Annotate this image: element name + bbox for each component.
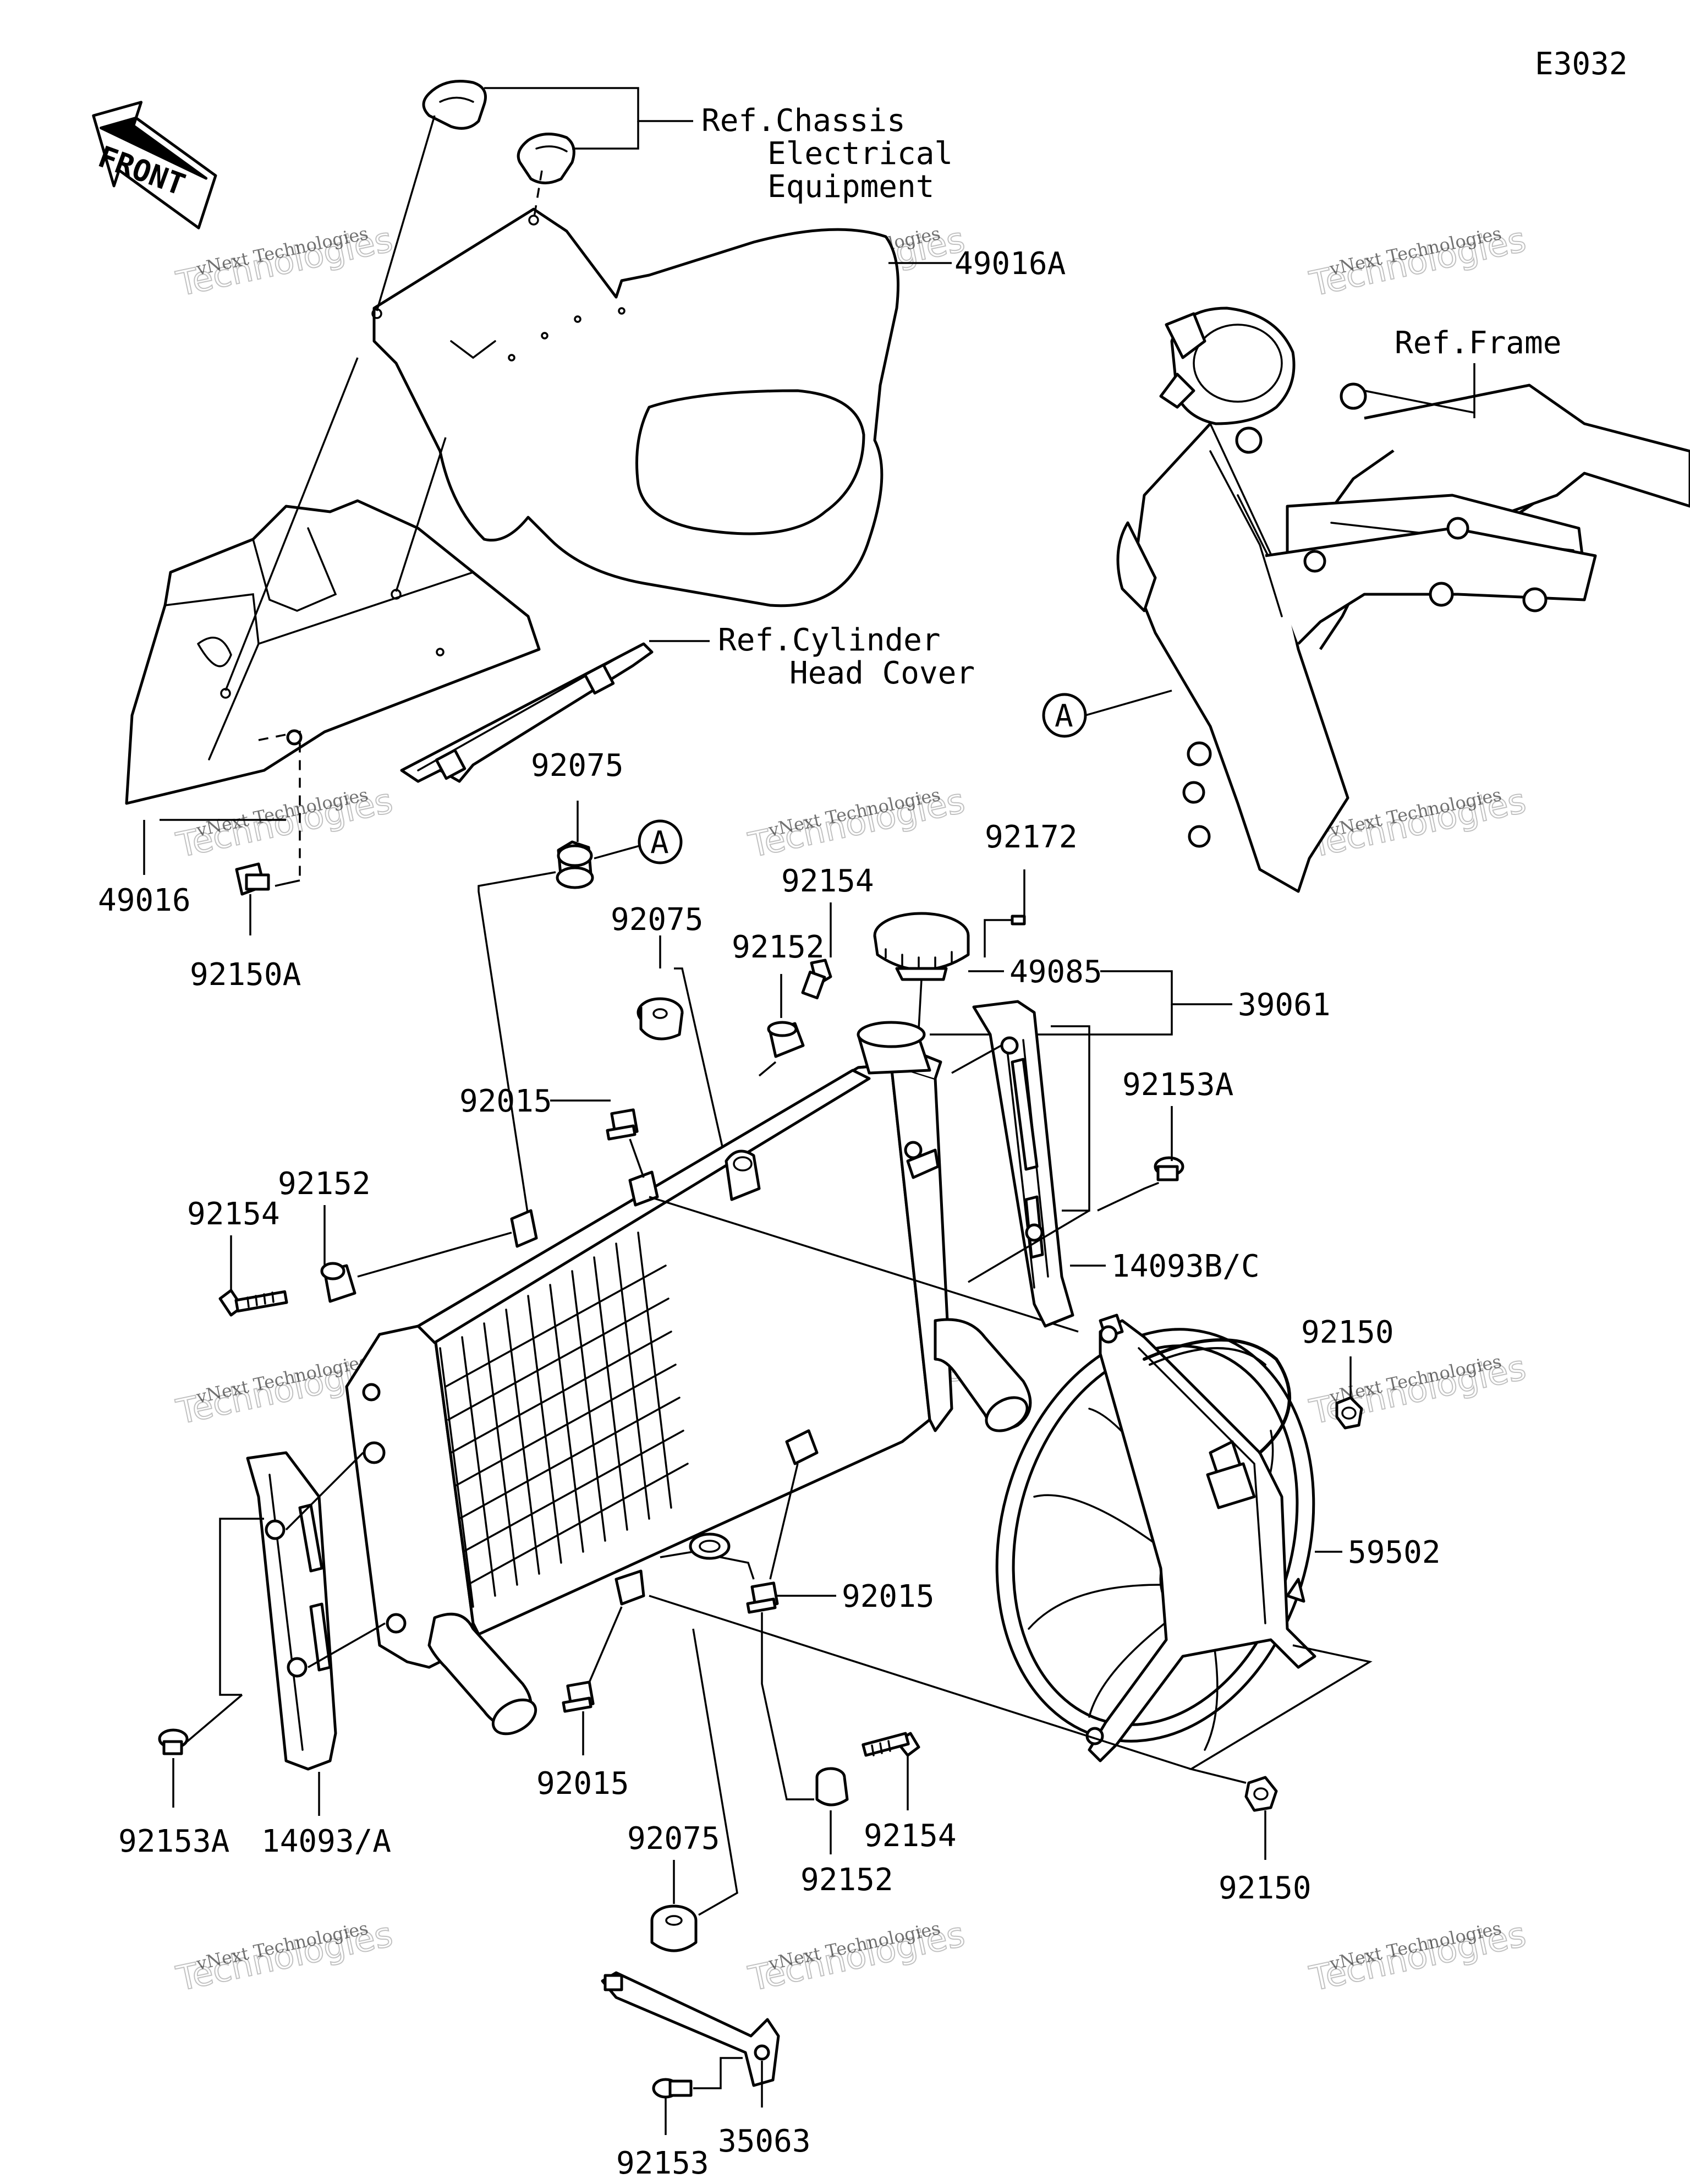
collar-92152-bottom — [815, 1767, 849, 1807]
bracket-35063 — [601, 1971, 780, 2087]
radiator-cap — [873, 912, 970, 981]
ref-cylinder: Ref.Cylinder — [718, 622, 941, 658]
part-59502: 59502 — [1348, 1535, 1441, 1570]
clip-92015-right — [746, 1581, 779, 1614]
clip-92015-bottom — [562, 1681, 595, 1713]
part-49016A: 49016A — [954, 246, 1066, 282]
clip-92015-top — [606, 1108, 639, 1141]
grommet-92075-bottom — [650, 1904, 698, 1952]
collar-92152-top — [767, 1021, 805, 1058]
ref-chassis-line2: Electrical — [767, 136, 953, 172]
part-92154-left: 92154 — [187, 1196, 280, 1232]
cover-49016 — [125, 499, 541, 805]
part-92015-bottom: 92015 — [536, 1766, 629, 1802]
part-92150-top: 92150 — [1301, 1315, 1394, 1350]
grommet-92075-mid — [637, 997, 684, 1041]
chassis-clamps — [422, 80, 693, 184]
ref-frame: Ref.Frame — [1395, 325, 1561, 361]
collar-92152-left — [320, 1262, 356, 1303]
part-39061: 39061 — [1238, 987, 1331, 1023]
callout-letter: A — [1055, 698, 1073, 734]
part-35063: 35063 — [718, 2123, 811, 2159]
bolt-92153A-left — [158, 1728, 189, 1755]
screw-92172 — [1011, 915, 1026, 926]
cover-49016A — [371, 207, 899, 607]
callout-a-frame: A — [1042, 689, 1172, 738]
shroud-14093A — [246, 1451, 337, 1771]
part-92153A-right: 92153A — [1122, 1067, 1233, 1103]
bolt-92153 — [652, 2078, 693, 2099]
part-14093A: 14093/A — [261, 1824, 391, 1859]
part-49016: 49016 — [98, 883, 191, 918]
part-92150-bottom: 92150 — [1219, 1870, 1312, 1906]
part-92154-bottom: 92154 — [864, 1818, 957, 1854]
bolt-92154-bottom — [862, 1732, 920, 1757]
part-92075-top: 92075 — [531, 748, 624, 784]
bolt-92150A — [235, 862, 270, 896]
part-49085: 49085 — [1009, 954, 1102, 990]
part-92015-right: 92015 — [842, 1579, 935, 1614]
part-92075-mid: 92075 — [611, 902, 704, 938]
part-92015-top: 92015 — [459, 1083, 552, 1119]
part-92150A: 92150A — [190, 957, 301, 993]
bolt-92153A-right — [1143, 1156, 1184, 1190]
screw-92154-top — [801, 959, 832, 1000]
grommet-92075-top — [556, 840, 594, 889]
part-92172: 92172 — [985, 819, 1078, 855]
diagram-code: E3032 — [1535, 46, 1628, 82]
part-92154-top: 92154 — [781, 863, 874, 899]
part-92152-left: 92152 — [278, 1166, 371, 1202]
part-92152-top: 92152 — [732, 929, 825, 965]
ref-chassis: Ref.Chassis — [701, 103, 906, 139]
bolt-92154-left — [218, 1289, 288, 1317]
grommet-ring — [689, 1532, 731, 1560]
radiator — [345, 1021, 1032, 1736]
part-92152-bottom: 92152 — [800, 1862, 893, 1898]
part-92075-bottom: 92075 — [627, 1821, 720, 1857]
ref-chassis-line3: Equipment — [767, 169, 934, 205]
front-arrow-icon: FRONT — [92, 101, 217, 229]
cylinder-head-bracket — [400, 642, 654, 783]
callout-letter: A — [650, 825, 669, 861]
nut-92150-bottom — [1244, 1776, 1278, 1812]
part-92153A-left: 92153A — [118, 1824, 229, 1859]
part-92153: 92153 — [616, 2145, 709, 2181]
ref-cylinder-line2: Head Cover — [789, 655, 975, 691]
callout-a-grommet: A — [638, 819, 683, 864]
frame — [1116, 306, 1690, 893]
part-14093BC: 14093B/C — [1111, 1249, 1260, 1284]
shroud-14093BC — [972, 1000, 1074, 1328]
fan-assembly — [995, 1313, 1316, 1762]
